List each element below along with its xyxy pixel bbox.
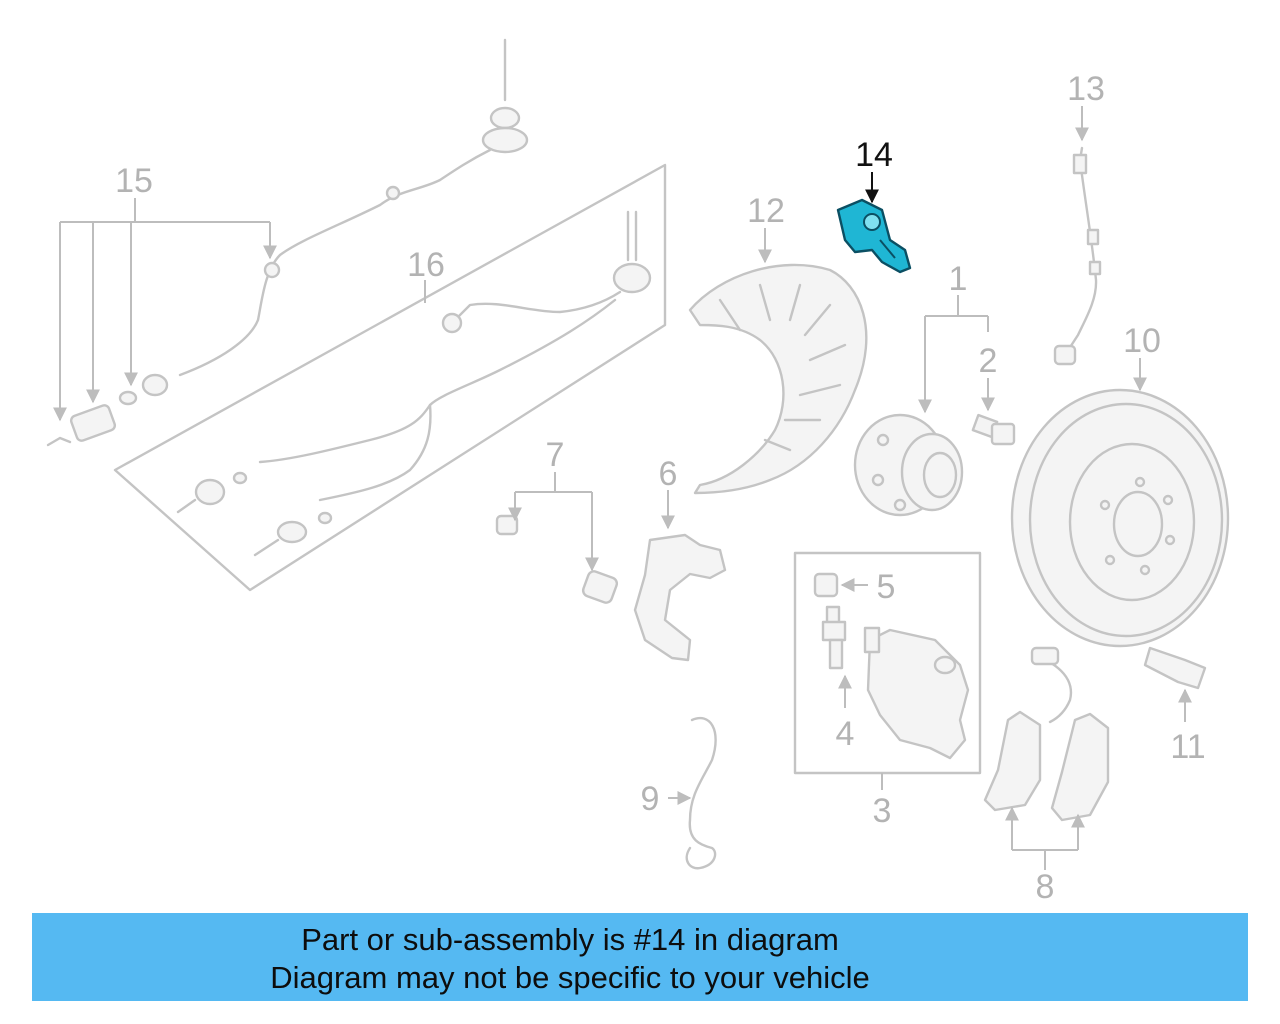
banner-line-2: Diagram may not be specific to your vehi… (270, 960, 870, 995)
bolt-2[interactable] (971, 413, 1016, 446)
banner-line-1: Part or sub-assembly is #14 in diagram (301, 922, 839, 957)
guide-pins-7[interactable] (495, 514, 619, 604)
abs-sensor-14[interactable] (836, 198, 912, 274)
caliper-assembly-3[interactable] (793, 551, 982, 775)
spring-clip-9[interactable] (685, 717, 717, 870)
brake-rotor-10[interactable] (1010, 388, 1230, 648)
label-13: 13 (1067, 70, 1105, 108)
label-4: 4 (836, 715, 855, 753)
brake-pads-8[interactable] (983, 646, 1110, 822)
wiring-harness-16[interactable] (176, 210, 652, 557)
label-6: 6 (659, 455, 678, 493)
label-1-leaders (918, 295, 989, 414)
label-8: 8 (1036, 868, 1055, 906)
label-8-leaders (1005, 806, 1085, 870)
label-12: 12 (747, 192, 785, 230)
label-1: 1 (949, 260, 968, 298)
sensor-cable-13[interactable] (1053, 146, 1102, 366)
wheel-bolt-11[interactable] (1143, 646, 1207, 690)
sensor-wire-15[interactable] (46, 38, 529, 447)
cap-5[interactable] (813, 572, 839, 598)
label-15: 15 (115, 162, 153, 200)
label-2: 2 (979, 342, 998, 380)
label-11: 11 (1170, 728, 1205, 766)
label-14: 14 (855, 136, 893, 174)
label-7-leaders (508, 472, 599, 572)
label-15-leaders (53, 198, 277, 422)
wheel-hub-1[interactable] (853, 413, 964, 517)
bleeder-bolt-4[interactable] (821, 605, 847, 670)
label-3: 3 (873, 792, 892, 830)
dust-shield-12[interactable] (688, 263, 868, 495)
label-16: 16 (407, 246, 445, 284)
info-banner: Part or sub-assembly is #14 in diagram D… (32, 913, 1248, 1001)
label-7: 7 (546, 436, 565, 474)
label-9: 9 (641, 780, 660, 818)
caliper-bracket-6[interactable] (633, 533, 727, 662)
label-10: 10 (1123, 322, 1161, 360)
wiring-harness-16-frame (113, 163, 667, 592)
label-5: 5 (877, 568, 896, 606)
